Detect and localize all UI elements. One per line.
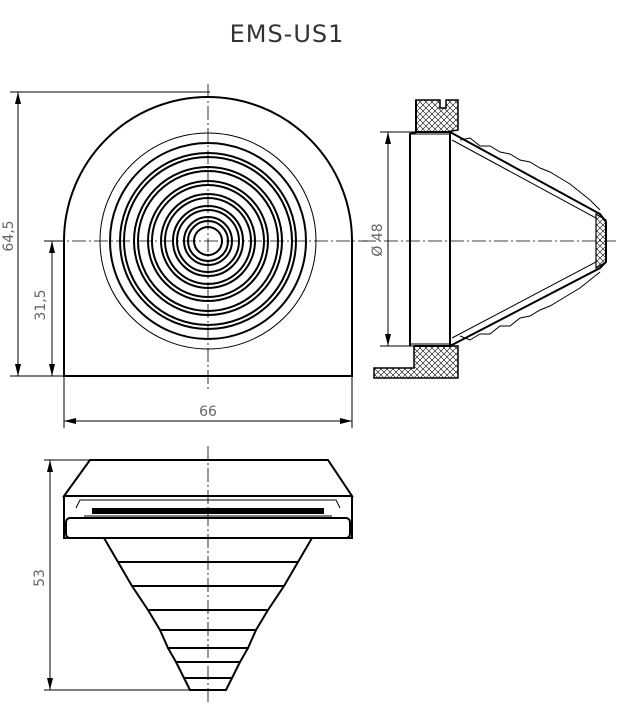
dim-total-height: 64,5	[1, 220, 17, 251]
dim-lower-height: 31,5	[33, 289, 49, 320]
dim-cone-height: 53	[32, 569, 48, 587]
front-view: 64,5 31,5 66	[1, 84, 368, 428]
dim-width: 66	[199, 404, 217, 420]
dim-diameter: Ø 48	[370, 223, 386, 256]
drawing-title: EMS-US1	[230, 20, 345, 48]
bottom-view: 53	[32, 446, 354, 702]
side-section-view: Ø 48	[362, 99, 616, 379]
